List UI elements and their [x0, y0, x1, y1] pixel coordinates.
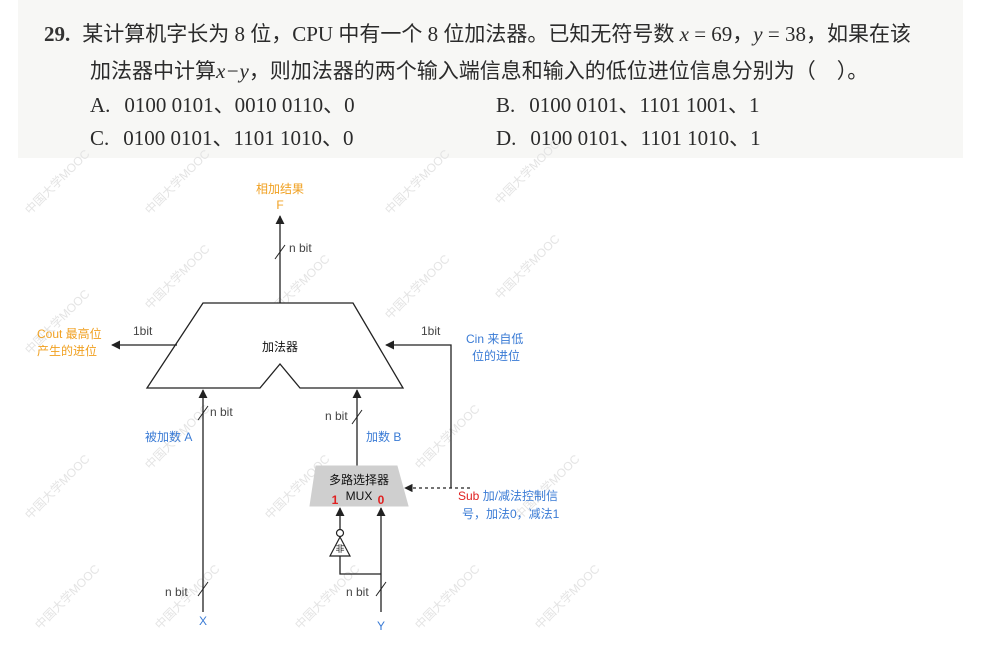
var-x: x — [679, 22, 689, 46]
bus-slash — [274, 244, 286, 260]
input-a-nbit: n bit — [210, 405, 233, 419]
question-line-2: 加法器中计算x−y，则加法器的两个输入端信息和输入的低位进位信息分别为（ ）。 — [90, 55, 868, 85]
result-var-f: F — [276, 198, 283, 212]
addend-a-label: 被加数 A — [145, 429, 192, 444]
cout-1bit: 1bit — [133, 324, 153, 338]
watermark: 中国大学MOOC — [292, 561, 363, 632]
option-d[interactable]: D.0100 0101、1101 1010、1 — [496, 126, 761, 150]
watermark: 中国大学MOOC — [22, 451, 93, 522]
watermark: 中国大学MOOC — [32, 561, 103, 632]
question-text-1c: = 38，如果在该 — [762, 22, 911, 46]
mux-shape — [309, 465, 409, 507]
question-text-2a: 加法器中计算 — [90, 59, 216, 83]
watermark: 中国大学MOOC — [412, 561, 483, 632]
input-y-label: Y — [377, 619, 385, 633]
watermark: 中国大学MOOC — [382, 251, 453, 322]
mux-input-0-label: 0 — [378, 493, 385, 507]
expr-x-minus-y: x−y — [216, 59, 249, 83]
watermark: 中国大学MOOC — [262, 451, 333, 522]
watermark: 中国大学MOOC — [492, 231, 563, 302]
bus-slash — [197, 405, 209, 421]
not-input-wire — [339, 556, 381, 575]
watermark: 中国大学MOOC — [512, 451, 583, 522]
question-number: 29. — [44, 22, 71, 46]
watermark: 中国大学MOOC — [142, 241, 213, 312]
input-b-nbit: n bit — [325, 409, 348, 423]
sub-label-1: Sub 加/减法控制信 — [458, 489, 558, 503]
cin-label-1: Cin 来自低 — [466, 332, 523, 346]
bus-slash — [351, 409, 363, 425]
not-gate-bubble — [335, 528, 345, 538]
watermark: 中国大学MOOC — [532, 561, 603, 632]
cin-label-2: 位的进位 — [472, 348, 520, 363]
watermark: 中国大学MOOC — [152, 561, 223, 632]
question-block: 29.某计算机字长为 8 位，CPU 中有一个 8 位加法器。已知无符号数 x … — [18, 0, 963, 158]
mux-input-1-label: 1 — [332, 493, 339, 507]
input-x-label: X — [199, 614, 207, 628]
question-text-1a: 某计算机字长为 8 位，CPU 中有一个 8 位加法器。已知无符号数 — [82, 22, 680, 46]
mux-label-2: MUX — [346, 489, 373, 503]
y-nbit: n bit — [346, 585, 369, 599]
question-text-2b: ，则加法器的两个输入端信息和输入的低位进位信息分别为（ ）。 — [248, 59, 869, 83]
result-label: 相加结果 — [256, 182, 304, 196]
mux-label-1: 多路选择器 — [329, 472, 389, 487]
cin-wire — [385, 340, 452, 488]
cin-1bit: 1bit — [421, 324, 441, 338]
watermark: 中国大学MOOC — [142, 401, 213, 472]
watermark: 中国大学MOOC — [262, 251, 333, 322]
sub-label-2: 号，加法0，减法1 — [462, 507, 560, 521]
not-gate-triangle — [329, 535, 351, 557]
question-line-1: 29.某计算机字长为 8 位，CPU 中有一个 8 位加法器。已知无符号数 x … — [44, 18, 911, 48]
question-text-1b: = 69， — [688, 22, 754, 46]
not-gate-label: 非 — [335, 543, 344, 554]
option-b[interactable]: B.0100 0101、1101 1001、1 — [496, 93, 760, 117]
var-y: y — [753, 22, 763, 46]
output-nbit: n bit — [289, 241, 312, 255]
watermark: 中国大学MOOC — [412, 401, 483, 472]
cout-label-2: 产生的进位 — [37, 343, 97, 358]
option-c[interactable]: C.0100 0101、1101 1010、0 — [90, 126, 354, 150]
bus-slash — [375, 581, 387, 597]
x-nbit: n bit — [165, 585, 188, 599]
bus-slash — [197, 581, 209, 597]
cout-label-1: Cout 最高位 — [37, 326, 102, 341]
option-a[interactable]: A.0100 0101、0010 0110、0 — [90, 93, 355, 117]
adder-shape — [145, 302, 405, 389]
addend-b-label: 加数 B — [366, 429, 401, 444]
watermark: 中国大学MOOC — [22, 286, 93, 357]
adder-label: 加法器 — [262, 340, 298, 354]
watermark-group: 中国大学MOOC 中国大学MOOC 中国大学MOOC 中国大学MOOC 中国大学… — [22, 136, 603, 632]
